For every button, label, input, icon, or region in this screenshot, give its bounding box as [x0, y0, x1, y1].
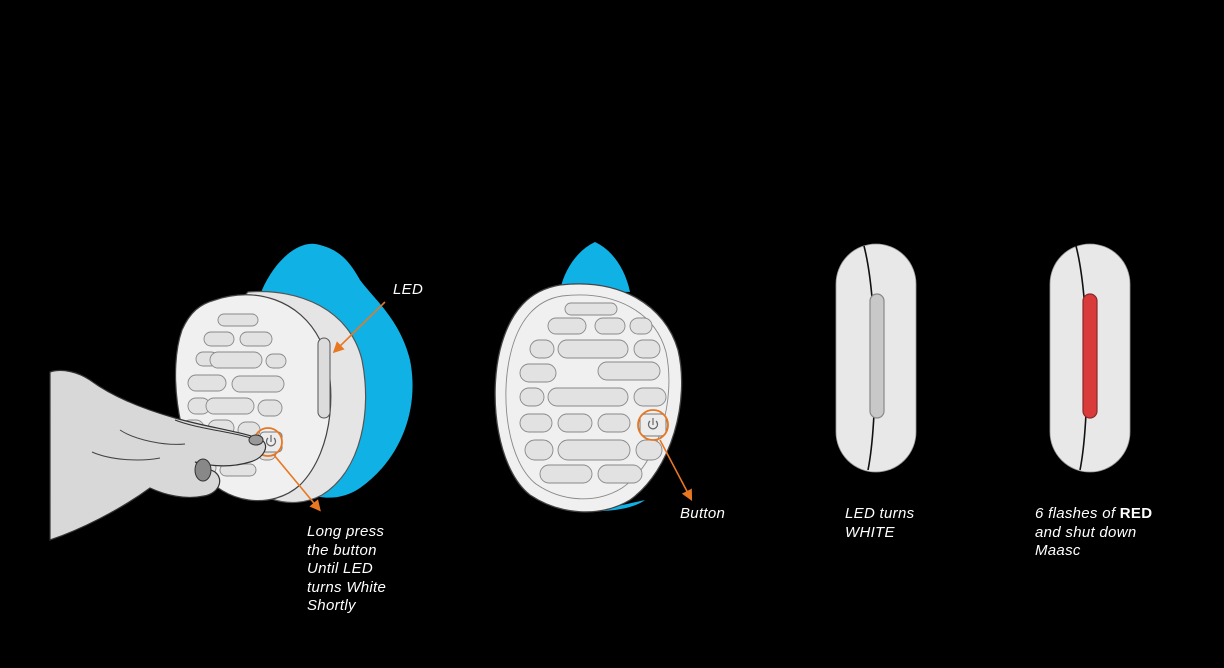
- mask-grille: [181, 313, 287, 477]
- button-pointer-arrow: [659, 439, 693, 501]
- led-white-caption: LED turns WHITE: [845, 505, 915, 541]
- mask-front-grille: [519, 302, 667, 484]
- finger-nail: [248, 434, 264, 446]
- power-icon: [265, 435, 277, 447]
- red-caption-prefix: 6 flashes of: [1035, 505, 1120, 522]
- led-indicator-white: [869, 293, 885, 419]
- red-flash-caption: 6 flashes of RED and shut down Maasc: [1035, 505, 1152, 561]
- led-white-state: [835, 243, 917, 473]
- press-pointer-arrow: [273, 454, 321, 512]
- button-label: Button: [680, 505, 726, 522]
- led-indicator-red: [1082, 293, 1098, 419]
- red-caption-bold: RED: [1119, 505, 1153, 522]
- led-red-state: [1049, 243, 1131, 473]
- power-icon: [647, 418, 659, 430]
- button-highlight-circle: [637, 409, 669, 441]
- red-caption-suffix: and shut down Maasc: [1035, 523, 1137, 560]
- hand-illustration: [49, 369, 267, 541]
- thumb-nail: [194, 458, 212, 482]
- led-label: LED: [393, 281, 424, 298]
- mask-led-slot: [317, 337, 331, 419]
- mask-blue-top: [560, 242, 630, 292]
- long-press-instruction: Long press the button Until LED turns Wh…: [307, 523, 387, 614]
- led-pointer-arrow: [332, 301, 386, 354]
- mask-front-view: [494, 242, 683, 513]
